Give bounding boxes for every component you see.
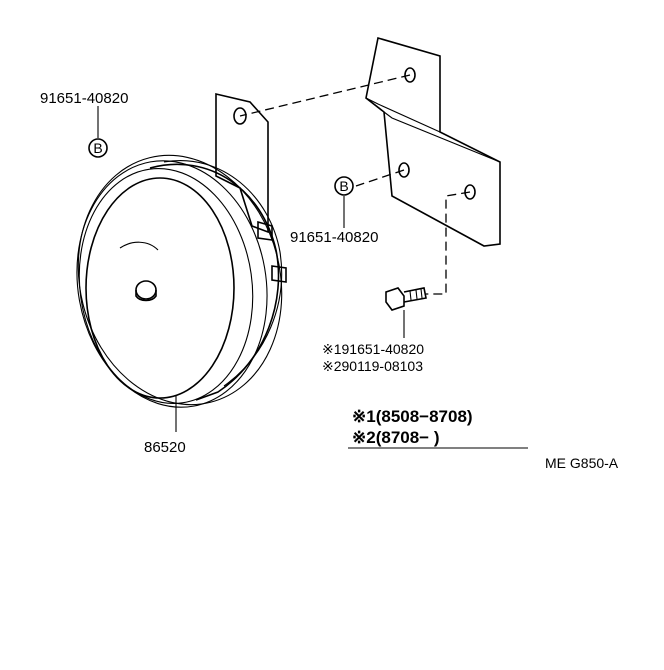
note-1: ※1(8508−8708) [352, 407, 473, 426]
part-label-alt-bolt-2: ※290119-08103 [322, 358, 423, 374]
assembly-lines [239, 74, 471, 295]
part-label-alt-bolt-1: ※191651-40820 [322, 341, 424, 357]
marker-b-top: B [88, 138, 108, 158]
part-label-bolt-top: 91651-40820 [40, 90, 128, 107]
part-label-horn: 86520 [144, 439, 186, 456]
leader-lines [97, 106, 528, 449]
figure-code: ME G850-A [545, 455, 619, 471]
svg-text:B: B [93, 140, 102, 156]
svg-text:B: B [339, 178, 348, 194]
part-label-bolt-mid: 91651-40820 [290, 229, 378, 246]
mounting-bracket [365, 36, 501, 247]
horn [76, 92, 287, 408]
marker-b-mid: B [334, 176, 354, 196]
mounting-bolt [385, 287, 427, 311]
note-2: ※2(8708− ) [352, 428, 440, 447]
